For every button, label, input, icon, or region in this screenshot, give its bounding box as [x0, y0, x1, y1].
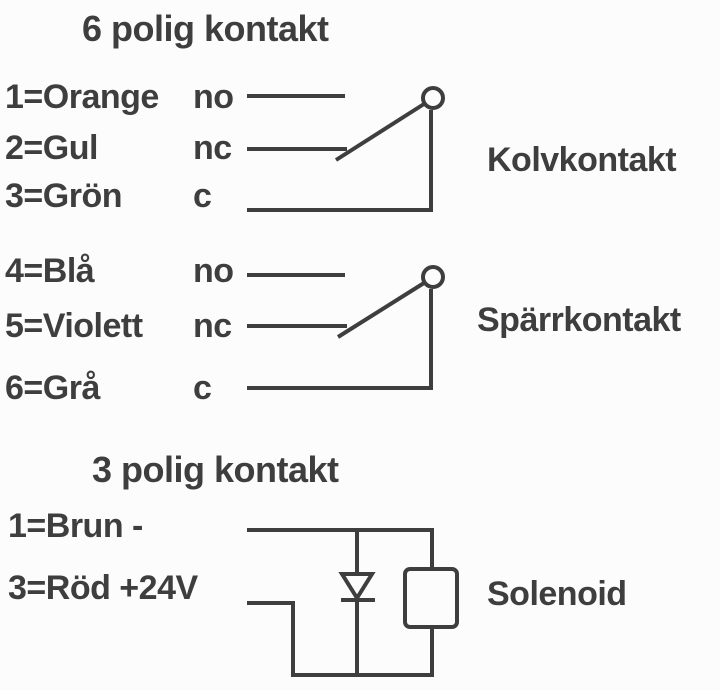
pivot-circle-icon — [421, 265, 445, 289]
common-wire — [247, 110, 433, 212]
solenoid-box-icon — [403, 567, 459, 629]
terminal-label-c-sparr: c — [193, 369, 212, 407]
diode-triangle — [338, 572, 376, 602]
minus-rail-wire — [247, 528, 434, 569]
common-wire — [247, 289, 433, 390]
terminal-label-c-kolv: c — [193, 177, 212, 215]
plus-rail-wire — [247, 601, 434, 677]
solenoid-circuit — [247, 528, 459, 677]
pin-label-2: 2=Gul — [5, 129, 98, 167]
kolv-switch-label: Kolvkontakt — [487, 141, 677, 179]
three-pin-title: 3 polig kontakt — [92, 449, 339, 490]
solenoid-label: Solenoid — [487, 575, 627, 613]
switch-arm — [334, 102, 426, 162]
sparr-switch-label: Spärrkontakt — [477, 301, 681, 339]
pin-label-3: 3=Grön — [5, 177, 122, 215]
terminal-label-no-sparr: no — [193, 252, 234, 290]
pivot-circle-icon — [421, 86, 445, 110]
sparr-switch-symbol — [247, 265, 445, 390]
pin-label-6: 6=Grå — [5, 369, 100, 407]
pin-label-1: 1=Orange — [5, 78, 159, 116]
kolv-switch-symbol — [247, 86, 445, 212]
pin-label-5: 5=Violett — [5, 307, 143, 345]
terminal-label-no-kolv: no — [193, 78, 234, 116]
terminal-label-nc-sparr: nc — [193, 307, 232, 345]
switch-arm — [336, 281, 426, 339]
pin-label-4: 4=Blå — [5, 252, 95, 290]
six-pin-title: 6 polig kontakt — [82, 8, 329, 49]
pin-label-brun: 1=Brun - — [8, 507, 143, 545]
terminal-label-nc-kolv: nc — [193, 129, 232, 167]
pin-label-rod: 3=Röd +24V — [8, 569, 198, 607]
diode-icon — [338, 572, 376, 602]
